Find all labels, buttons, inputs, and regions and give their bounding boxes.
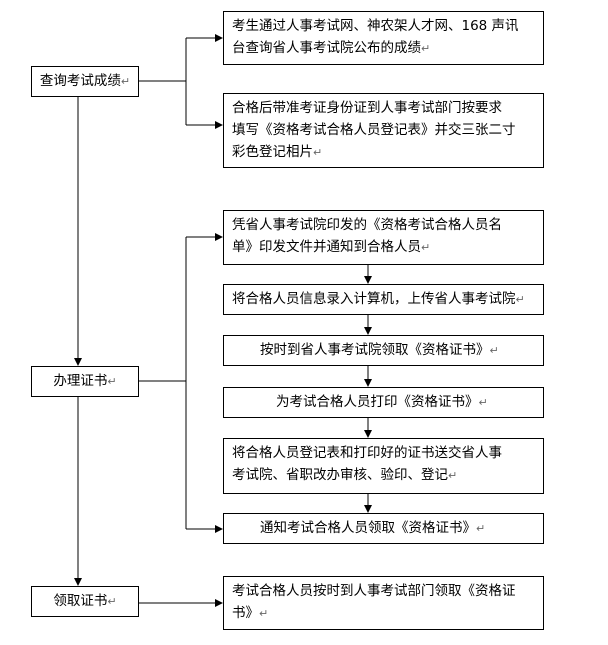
stage-label: 办理证书 — [53, 373, 108, 389]
step-text: 将合格人员信息录入计算机，上传省人事考试院 — [232, 291, 516, 307]
paragraph-mark-icon: ↵ — [107, 595, 117, 608]
paragraph-mark-icon: ↵ — [107, 375, 117, 388]
step-fill-registration-form: 合格后带准考证身份证到人事考试部门按要求 填写《资格考试合格人员登记表》并交三张… — [223, 93, 544, 168]
step-submit-for-review: 将合格人员登记表和打印好的证书送交省人事 考试院、省职改办审核、验印、登记↵ — [223, 438, 544, 494]
paragraph-mark-icon: ↵ — [313, 146, 323, 159]
stage-collect-certificate: 领取证书↵ — [31, 586, 139, 617]
paragraph-mark-icon: ↵ — [421, 241, 431, 254]
step-enter-data-upload: 将合格人员信息录入计算机，上传省人事考试院↵ — [223, 284, 544, 315]
step-candidate-collects: 考试合格人员按时到人事考试部门领取《资格证 书》↵ — [223, 576, 544, 630]
stage-label: 查询考试成绩 — [39, 73, 121, 89]
step-notify-collection: 通知考试合格人员领取《资格证书》↵ — [223, 513, 544, 544]
step-text: 为考试合格人员打印《资格证书》 — [276, 394, 479, 410]
paragraph-mark-icon: ↵ — [259, 607, 269, 620]
step-notify-qualified-list: 凭省人事考试院印发的《资格考试合格人员名 单》印发文件并通知到合格人员↵ — [223, 210, 544, 265]
paragraph-mark-icon: ↵ — [476, 522, 486, 535]
paragraph-mark-icon: ↵ — [120, 75, 131, 88]
step-text: 将合格人员登记表和打印好的证书送交省人事 考试院、省职改办审核、验印、登记 — [232, 445, 502, 483]
paragraph-mark-icon: ↵ — [515, 293, 525, 306]
paragraph-mark-icon: ↵ — [448, 469, 458, 482]
stage-query-scores: 查询考试成绩↵ — [31, 66, 139, 97]
step-text: 考试合格人员按时到人事考试部门领取《资格证 书》 — [232, 583, 516, 621]
step-collect-from-institute: 按时到省人事考试院领取《资格证书》↵ — [223, 335, 544, 366]
step-text: 按时到省人事考试院领取《资格证书》 — [260, 342, 490, 358]
step-text: 考生通过人事考试网、神农架人才网、168 声讯 台查询省人事考试院公布的成绩 — [232, 18, 519, 56]
paragraph-mark-icon: ↵ — [478, 396, 488, 409]
step-text: 合格后带准考证身份证到人事考试部门按要求 填写《资格考试合格人员登记表》并交三张… — [232, 100, 516, 160]
step-print-certificates: 为考试合格人员打印《资格证书》↵ — [223, 387, 544, 418]
step-text: 通知考试合格人员领取《资格证书》 — [260, 520, 476, 536]
stage-process-certificate: 办理证书↵ — [31, 366, 139, 397]
step-text: 凭省人事考试院印发的《资格考试合格人员名 单》印发文件并通知到合格人员 — [232, 217, 502, 255]
stage-label: 领取证书 — [53, 593, 108, 609]
step-check-scores-online: 考生通过人事考试网、神农架人才网、168 声讯 台查询省人事考试院公布的成绩↵ — [223, 11, 544, 65]
paragraph-mark-icon: ↵ — [489, 344, 499, 357]
paragraph-mark-icon: ↵ — [421, 42, 431, 55]
